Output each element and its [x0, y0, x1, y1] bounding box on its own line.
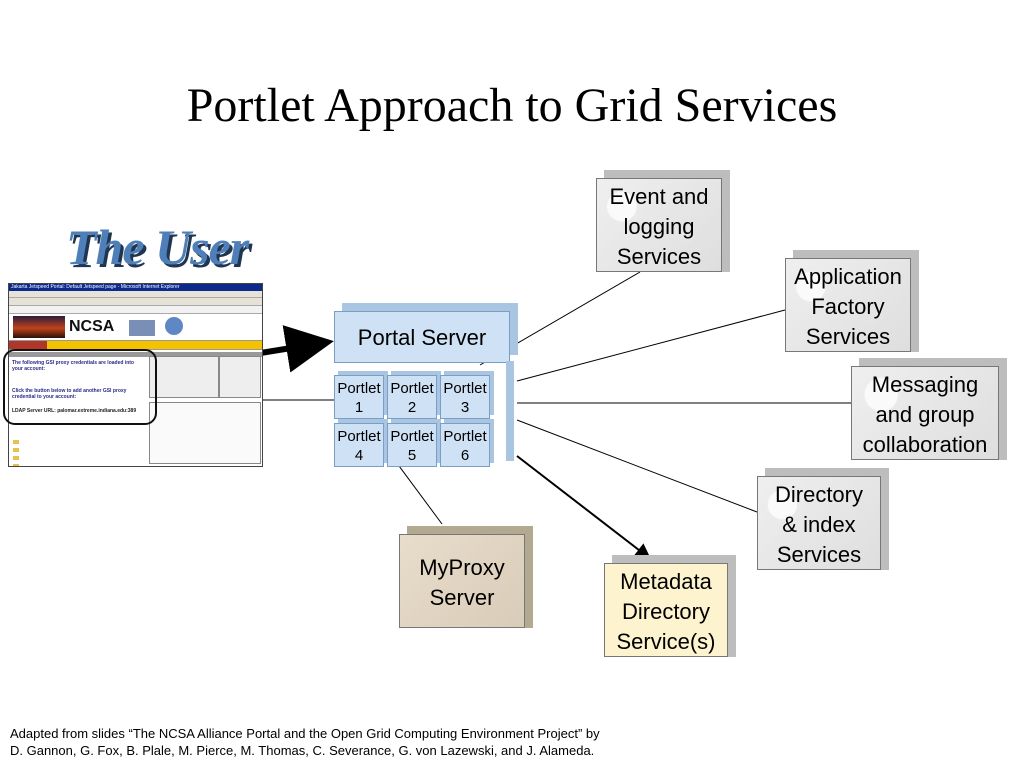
- metadata-directory-service-box: Metadata Directory Service(s): [604, 563, 728, 657]
- folder-icon: [13, 456, 19, 460]
- credit-text: Adapted from slides “The NCSA Alliance P…: [10, 725, 600, 759]
- line-to-application-factory: [516, 309, 786, 382]
- line-to-directory-index: [516, 419, 758, 513]
- event-logging-line-1: Event and: [609, 184, 709, 209]
- portlet-6-label: Portlet: [443, 428, 487, 445]
- active-portal-tab: [9, 341, 47, 349]
- metadata-directory-line-3: Service(s): [616, 629, 716, 654]
- portlet-3: Portlet 3: [440, 375, 490, 419]
- event-logging-line-2: logging: [623, 214, 695, 239]
- application-factory-line-2: Factory: [811, 294, 885, 319]
- messaging-line-3: collaboration: [862, 432, 988, 457]
- messaging-collaboration-box: Messaging and group collaboration: [851, 366, 999, 460]
- portlet-5-label: Portlet: [390, 428, 434, 445]
- the-user-label: The User: [66, 219, 249, 275]
- browser-screenshot: Jakarta Jetspeed Portal: Default Jetspee…: [8, 283, 263, 467]
- user-highlight-ring: [3, 349, 157, 425]
- application-factory-line-3: Services: [805, 324, 891, 349]
- messaging-line-1: Messaging: [871, 372, 979, 397]
- ldap-server-text: LDAP Server URL: palomar.extreme.indiana…: [12, 408, 137, 414]
- directory-index-line-3: Services: [776, 542, 862, 567]
- sunset-image: [13, 316, 65, 338]
- portlet-6-number: 6: [460, 447, 470, 464]
- services-panel: [149, 356, 219, 398]
- browser-address-bar: [9, 306, 262, 314]
- application-factory-services-box: Application Factory Services: [785, 258, 911, 352]
- browser-menubar: [9, 291, 262, 298]
- folder-icon: [13, 448, 19, 452]
- browser-toolbar: [9, 298, 262, 306]
- myproxy-line-2: Server: [429, 585, 495, 610]
- credit-line-2: D. Gannon, G. Fox, B. Plale, M. Pierce, …: [10, 743, 595, 758]
- alliance-logo: [129, 320, 155, 336]
- portlet-3-number: 3: [460, 399, 470, 416]
- portal-server-box: Portal Server: [334, 311, 510, 363]
- portlet-1: Portlet 1: [334, 375, 384, 419]
- metadata-directory-line-1: Metadata: [620, 569, 712, 594]
- portlet-2-number: 2: [407, 399, 417, 416]
- portlet-5: Portlet 5: [387, 423, 437, 467]
- myproxy-line-1: MyProxy: [419, 555, 505, 580]
- folder-icon: [13, 464, 19, 466]
- line-to-metadata-directory: [516, 455, 652, 560]
- slide-title: Portlet Approach to Grid Services: [186, 79, 838, 132]
- folder-icon: [13, 440, 19, 444]
- portlet-6: Portlet 6: [440, 423, 490, 467]
- portlet-4-label: Portlet: [337, 428, 381, 445]
- services-side-panel: [219, 356, 261, 398]
- portlet-3-label: Portlet: [443, 380, 487, 397]
- directory-index-line-2: & index: [782, 512, 856, 537]
- application-factory-line-1: Application: [794, 264, 902, 289]
- browser-banner: NCSA: [9, 314, 262, 340]
- directory-panel: [149, 402, 261, 464]
- portlet-4: Portlet 4: [334, 423, 384, 467]
- myproxy-server-box: MyProxy Server: [399, 534, 525, 628]
- portlet-2: Portlet 2: [387, 375, 437, 419]
- portlet-2-label: Portlet: [390, 380, 434, 397]
- event-logging-services-box: Event and logging Services: [596, 178, 722, 272]
- add-credential-text: Click the button below to add another GS…: [12, 388, 127, 400]
- credentials-heading: The following GSI proxy credentials are …: [12, 360, 134, 372]
- globus-logo-icon: [165, 317, 183, 335]
- portlet-1-label: Portlet: [337, 380, 381, 397]
- ncsa-logo: NCSA: [69, 318, 115, 335]
- metadata-directory-line-2: Directory: [621, 599, 710, 624]
- section-header-bar: [9, 352, 262, 357]
- portlet-4-number: 4: [354, 447, 364, 464]
- portal-server-side: [506, 361, 514, 461]
- messaging-line-2: and group: [875, 402, 975, 427]
- browser-titlebar: Jakarta Jetspeed Portal: Default Jetspee…: [9, 284, 262, 291]
- credit-line-1: Adapted from slides “The NCSA Alliance P…: [10, 726, 600, 741]
- directory-index-line-1: Directory: [774, 482, 863, 507]
- browser-page-body: The following GSI proxy credentials are …: [9, 352, 262, 466]
- directory-index-services-box: Directory & index Services: [757, 476, 881, 570]
- portlet-1-number: 1: [354, 399, 364, 416]
- portlet-5-number: 5: [407, 447, 417, 464]
- event-logging-line-3: Services: [616, 244, 702, 269]
